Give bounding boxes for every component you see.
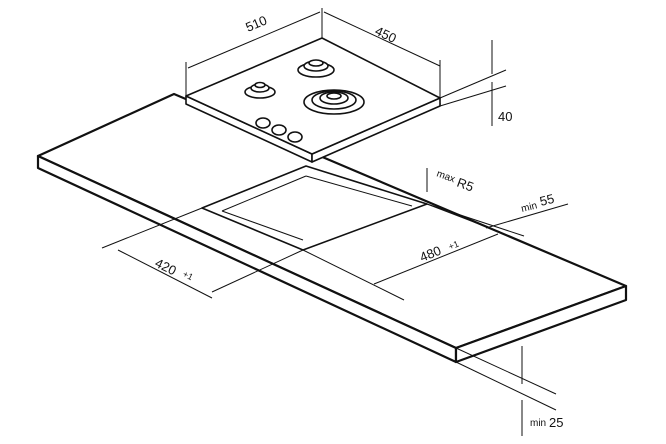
dimension-prefix: min: [520, 200, 538, 215]
burner-rear: [297, 59, 335, 78]
dimension-label: 40: [498, 109, 512, 124]
dimension-label: 450: [373, 23, 399, 46]
dimension-tolerance: +1: [447, 239, 460, 252]
burner-wok: [303, 89, 365, 115]
hob: [185, 37, 441, 163]
dimension-tolerance: +1: [181, 269, 195, 282]
dimension-label: 510: [243, 12, 269, 34]
countertop-side-face: [454, 284, 628, 364]
cutout-inner-right-edge: [305, 175, 413, 207]
control-knob: [255, 117, 271, 129]
dimension-label: 25: [549, 415, 563, 430]
cutout-inner-left-edge: [221, 210, 304, 241]
dimension-prefix: max: [435, 168, 457, 185]
burner-left: [244, 81, 276, 99]
dimension-label: 55: [538, 191, 556, 209]
control-knob: [271, 124, 287, 136]
dimension-label: R5: [455, 175, 476, 195]
cutout-inner-back-edge: [221, 175, 307, 212]
dimension-max-radius: max R5: [426, 168, 476, 195]
dimension-label: 420: [153, 255, 179, 278]
control-knob: [287, 131, 303, 143]
dimension-prefix: min: [530, 418, 546, 429]
dimension-min-thickness: min 25: [455, 346, 563, 436]
dimension-hob-height: 40: [439, 40, 512, 126]
dimension-min-rear: min 55: [426, 191, 569, 233]
